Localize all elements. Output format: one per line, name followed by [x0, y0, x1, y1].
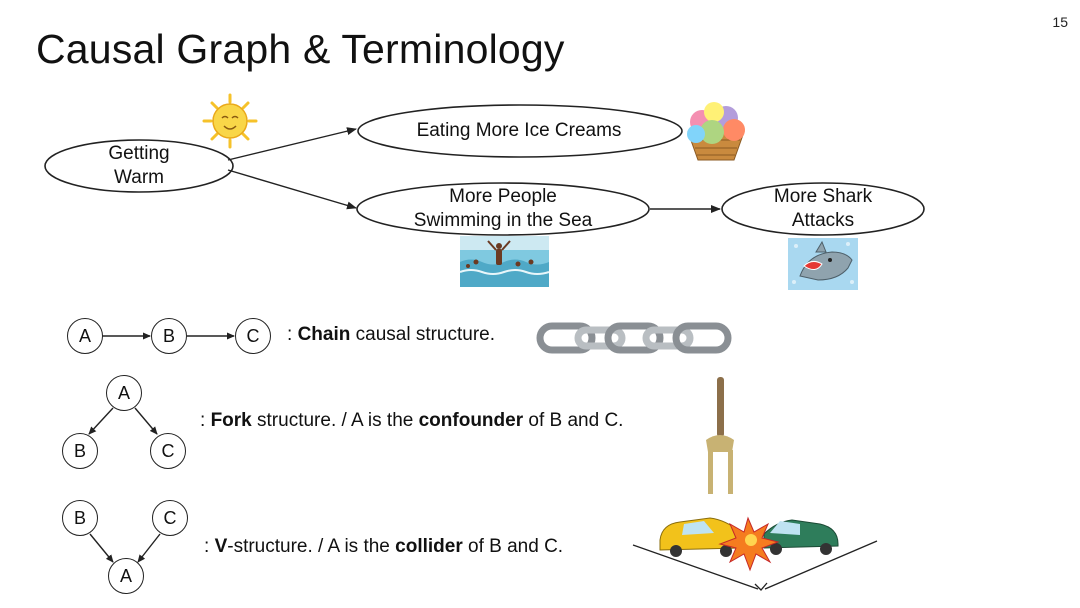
label-swimming: More People Swimming in the Sea — [414, 185, 592, 233]
node-shark-attacks — [721, 182, 925, 236]
shark-icon — [788, 238, 858, 290]
label-getting-warm-line2: Warm — [114, 167, 164, 188]
label-swimming-line2: Swimming in the Sea — [413, 210, 593, 231]
chain-node-a: A — [67, 318, 103, 354]
fork-term: Fork — [210, 410, 252, 431]
v-node-b: B — [62, 500, 98, 536]
v-collider-term: collider — [395, 536, 463, 557]
fork-rest: structure. / A is the — [251, 410, 419, 431]
fork-node-b: B — [62, 433, 98, 469]
node-swimming — [356, 182, 650, 236]
fork-icon — [706, 377, 734, 494]
slide-number: 15 — [1052, 14, 1068, 30]
v-rest: -structure. / A is the — [227, 536, 396, 557]
label-shark-attacks: More Shark Attacks — [774, 185, 872, 233]
label-ice-cream: Eating More Ice Creams — [417, 119, 622, 143]
edge-fork-a-c — [134, 407, 158, 435]
chain-node-b: B — [151, 318, 187, 354]
chain-node-c: C — [235, 318, 271, 354]
label-shark-line2: Attacks — [791, 210, 855, 231]
fork-confounder-term: confounder — [418, 410, 524, 431]
v-node-a: A — [108, 558, 144, 594]
label-getting-warm-line1: Getting — [108, 143, 170, 164]
fork-node-a: A — [106, 375, 142, 411]
v-node-c: C — [152, 500, 188, 536]
edge-warm-icecream — [227, 127, 357, 161]
swimmers-photo — [459, 236, 550, 287]
fork-description: : Fork structure. / A is the confounder … — [200, 410, 623, 432]
car-crash-icon — [632, 516, 878, 591]
fork-rest2: of B and C. — [523, 410, 624, 431]
label-getting-warm: Getting Warm — [108, 142, 169, 190]
node-ice-cream — [357, 104, 683, 158]
label-swimming-line1: More People — [449, 186, 557, 207]
v-description: : V-structure. / A is the collider of B … — [204, 536, 563, 558]
ice-cream-icon — [687, 102, 745, 161]
v-term: V — [214, 536, 228, 557]
label-ice-cream-line1: Eating More Ice Creams — [416, 120, 622, 141]
chain-description: : Chain causal structure. — [287, 324, 495, 346]
v-rest2: of B and C. — [462, 536, 564, 557]
label-shark-line1: More Shark — [773, 186, 873, 207]
node-getting-warm — [44, 139, 234, 193]
chain-icon — [536, 322, 732, 354]
edge-v-c-a — [137, 533, 161, 563]
page-title: Causal Graph & Terminology — [36, 26, 565, 72]
edge-v-b-a — [89, 533, 114, 563]
v-prefix: : — [204, 536, 215, 557]
fork-node-c: C — [150, 433, 186, 469]
sun-icon — [202, 93, 258, 149]
edge-warm-swimming — [227, 169, 357, 210]
edge-fork-a-b — [88, 407, 114, 435]
chain-term: Chain — [297, 324, 351, 345]
fork-prefix: : — [200, 410, 211, 431]
chain-rest: causal structure. — [350, 324, 496, 345]
chain-prefix: : — [287, 324, 298, 345]
